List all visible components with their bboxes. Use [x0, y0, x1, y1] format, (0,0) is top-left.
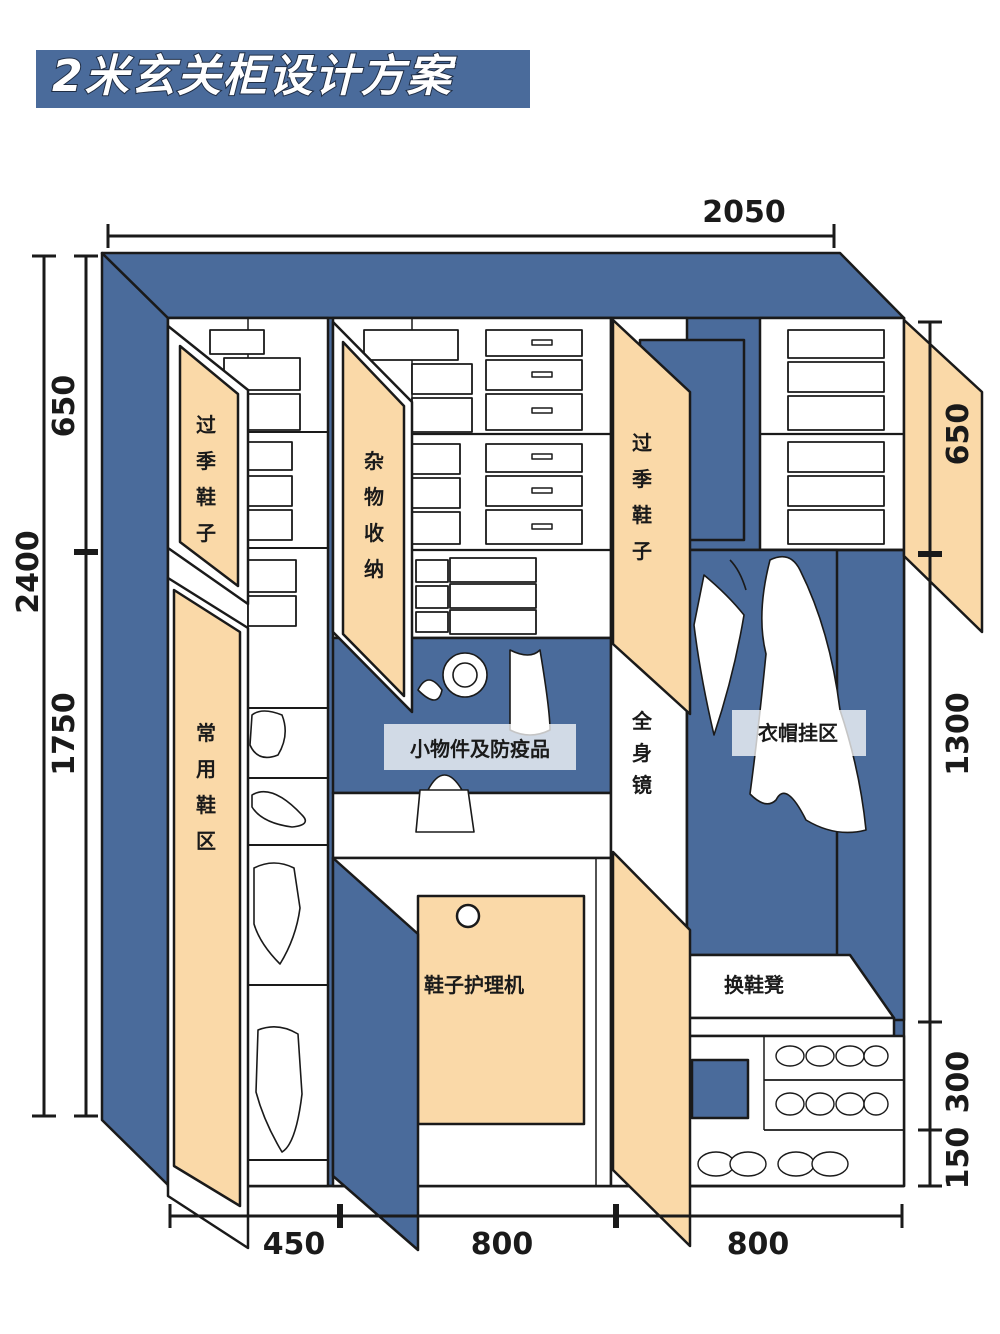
middle-upper-door-panel — [341, 340, 406, 698]
middle-storage-boxes — [363, 329, 583, 635]
small-drawer — [690, 1058, 750, 1120]
title-banner: 2米玄关柜设计方案 — [36, 38, 530, 108]
label-coat-area: 衣帽挂区 — [758, 721, 838, 745]
label-mirror: 全身镜 — [631, 709, 653, 797]
dim-total-height: 2400 — [11, 530, 46, 614]
umbrella — [693, 574, 745, 736]
dim-left-lower: 1750 — [47, 692, 82, 776]
handbag — [415, 774, 475, 833]
label-misc-storage: 杂物收纳 — [364, 449, 384, 581]
right-upper-door[interactable] — [611, 318, 692, 716]
dim-bottom-middle: 800 — [471, 1227, 534, 1262]
dim-right-upper: 650 — [941, 403, 976, 466]
label-small-items: 小物件及防疫品 — [410, 737, 550, 761]
label-shoe-care: 鞋子护理机 — [424, 973, 524, 997]
dim-left-upper: 650 — [47, 375, 82, 438]
left-tall-door-panel — [172, 588, 242, 1208]
title-banner-bg — [36, 50, 530, 108]
small-items-label-bg — [384, 724, 576, 770]
dim-bottom-left: 450 — [263, 1227, 326, 1262]
coat — [749, 555, 867, 834]
dim-bottom-right: 800 — [727, 1227, 790, 1262]
cabinet-top — [100, 251, 906, 320]
rack-shoes — [697, 1045, 889, 1177]
left-shoe-sketches — [249, 710, 307, 1153]
dim-right-bottom: 150 — [941, 1127, 976, 1190]
niche-items — [417, 649, 551, 736]
label-seasonal-shoes-right: 过季鞋子 — [631, 431, 652, 563]
label-seasonal-shoes-left: 过季鞋子 — [195, 413, 216, 545]
left-upper-door-panel — [178, 344, 240, 588]
dim-total-width: 2050 — [702, 195, 786, 230]
right-storage-boxes — [787, 329, 885, 545]
dim-right-middle: 1300 — [941, 692, 976, 776]
label-common-shoes: 常用鞋区 — [196, 721, 216, 853]
shoe-care-machine-hole — [455, 903, 481, 929]
coat-area-label-bg — [732, 710, 866, 756]
cabinet-left-side — [100, 251, 170, 1187]
middle-lower-door[interactable] — [331, 856, 420, 1252]
shoe-care-machine — [416, 894, 586, 1126]
page-title: 2米玄关柜设计方案 — [51, 50, 453, 103]
dimension-lines — [32, 224, 942, 1228]
dim-right-shoe: 300 — [941, 1051, 976, 1114]
label-bench: 换鞋凳 — [724, 973, 784, 997]
far-right-upper-door[interactable] — [902, 318, 984, 634]
right-lower-door[interactable] — [611, 850, 692, 1248]
